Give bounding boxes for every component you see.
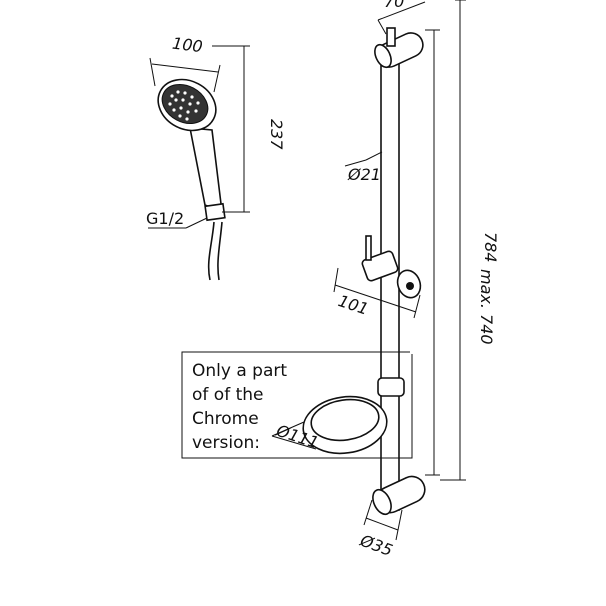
width-dimension-label: 100 [171,34,204,57]
bracket-diameter-label: Ø35 [357,530,395,559]
thread-label: G1/2 [146,209,184,228]
dish-clip [377,377,405,397]
slide-rail [302,27,426,516]
spray-nozzles [168,90,200,121]
rail-bar [380,54,400,511]
rail-diameter-label: Ø21 [347,165,381,184]
height-dimension-label: 237 [267,119,286,150]
hose [207,221,215,281]
hand-shower-handle [189,127,223,214]
note-line-4: version: [192,433,260,453]
note-line-2: of of the [192,385,263,405]
width-dimension-line [151,63,219,73]
note-line-3: Chrome [192,409,259,429]
overall-height-label: 784 [481,232,500,263]
slider-travel-label: max. 740 [477,269,496,345]
holder-dimension-line [334,284,417,313]
note-line-1: Only a part [192,361,287,381]
soap-dish [302,395,388,455]
chrome-version-note: Only a part of of the Chrome version: [181,351,413,459]
hose-connector [204,202,226,222]
slider-knob [365,235,372,261]
dish-dimension-line [271,435,317,450]
hand-shower: 100 237 G1/2 [146,34,286,281]
thread-leader-line [185,217,208,229]
spray-face [161,84,209,124]
top-bracket-screw [386,27,396,47]
top-partial-label: 70 [384,0,404,11]
note-frame [181,351,413,459]
